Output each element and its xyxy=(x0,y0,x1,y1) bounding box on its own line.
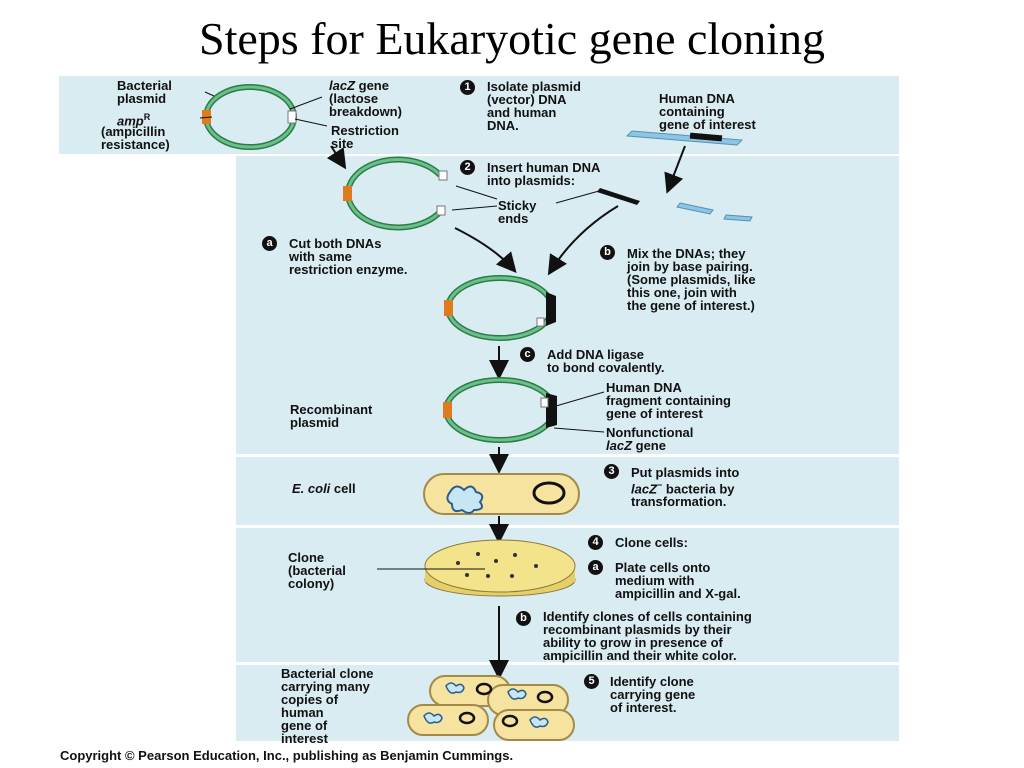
human-fragment-label: Human DNA fragment containing gene of in… xyxy=(606,380,731,421)
step-5-text: Identify clone carrying gene of interest… xyxy=(610,674,696,715)
ampr-label: ampR xyxy=(117,112,151,129)
step-a-text: Cut both DNAs with same restriction enzy… xyxy=(289,236,408,277)
ecoli-cell-label: E. coli cell xyxy=(292,481,356,496)
panel-step4 xyxy=(236,528,899,662)
clone-label: Clone (bacterial colony) xyxy=(288,550,346,591)
bacterial-plasmid-label: Bacterial plasmid xyxy=(117,78,172,106)
human-dna-strand xyxy=(625,130,744,146)
step-4-badge: 4 xyxy=(588,535,603,550)
step-a-badge: a xyxy=(262,236,277,251)
ampicillin-label: (ampicillin resistance) xyxy=(101,124,170,152)
step-c-text: Add DNA ligase to bond covalently. xyxy=(547,347,665,375)
mixed-plasmid xyxy=(444,275,556,341)
step-1-badge: 1 xyxy=(460,80,475,95)
step-4a-text: Plate cells onto medium with ampicillin … xyxy=(615,560,741,601)
step-3-badge: 3 xyxy=(604,464,619,479)
step-4b-text: Identify clones of cells containing reco… xyxy=(543,609,752,663)
bacterial-clone-cells xyxy=(407,675,575,741)
step-4b-badge: b xyxy=(516,611,531,626)
gene-fragment xyxy=(597,188,640,205)
step-c-badge: c xyxy=(520,347,535,362)
bacterial-plasmid xyxy=(202,84,297,150)
copyright-footer: Copyright © Pearson Education, Inc., pub… xyxy=(60,748,514,763)
panel-step1 xyxy=(59,76,899,154)
bacterial-clone-label: Bacterial clone carrying many copies of … xyxy=(281,666,374,746)
step-4-text: Clone cells: xyxy=(615,535,688,550)
sticky-ends-label: Sticky ends xyxy=(498,198,537,226)
step-2-badge: 2 xyxy=(460,160,475,175)
petri-plate xyxy=(424,539,576,597)
step-1-text: Isolate plasmid (vector) DNA and human D… xyxy=(487,79,581,133)
dna-piece xyxy=(676,202,714,215)
recombinant-plasmid-label: Recombinant plasmid xyxy=(290,402,373,430)
recombinant-plasmid xyxy=(443,377,557,443)
page-title: Steps for Eukaryotic gene cloning xyxy=(199,13,825,64)
restriction-site-label: Restriction site xyxy=(331,123,399,151)
dna-piece xyxy=(723,214,753,222)
human-dna-label: Human DNA containing gene of interest xyxy=(659,91,756,132)
step-5-badge: 5 xyxy=(584,674,599,689)
panel-step2 xyxy=(236,156,899,454)
step-b-text: Mix the DNAs; they join by base pairing.… xyxy=(627,246,756,313)
ecoli-cell xyxy=(423,473,580,515)
step-4a-badge: a xyxy=(588,560,603,575)
step-2-text: Insert human DNA into plasmids: xyxy=(487,160,601,188)
cut-plasmid xyxy=(343,156,448,231)
lacz-gene-label: lacZ gene (lactose breakdown) xyxy=(329,78,402,119)
step-b-badge: b xyxy=(600,245,615,260)
